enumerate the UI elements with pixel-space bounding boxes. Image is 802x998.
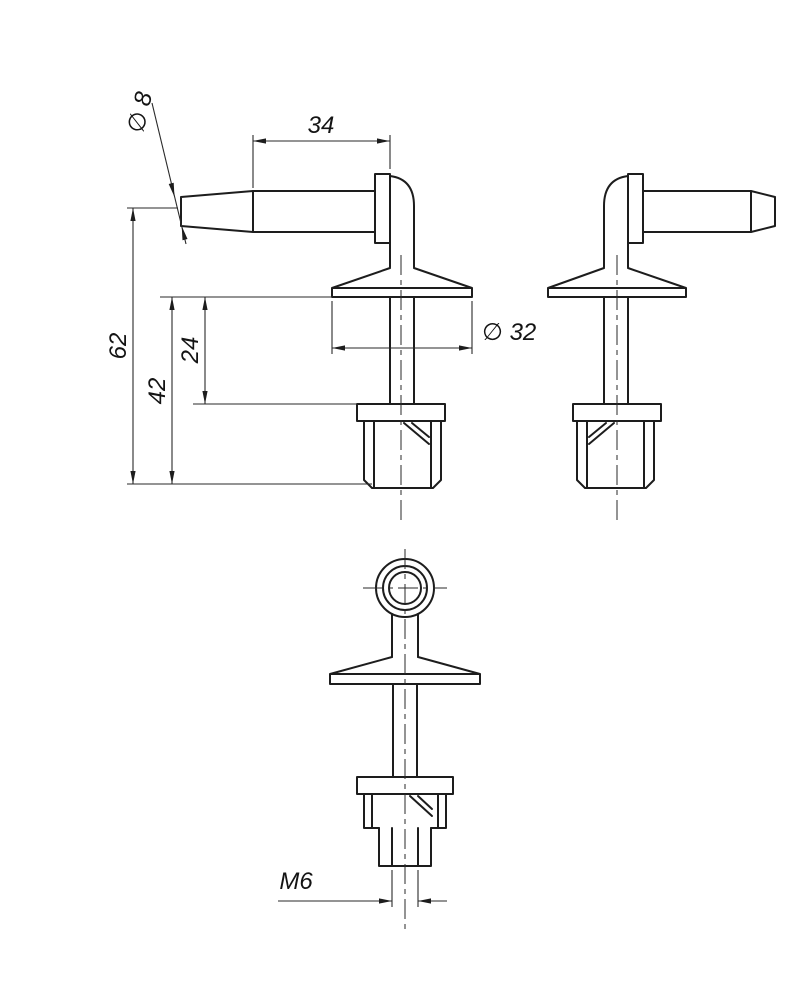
elbow-tube-outline: [603, 175, 629, 268]
dim-label-dia8: ∅ 8: [123, 89, 159, 136]
flange-outline: [374, 173, 391, 244]
barb-lines: [409, 795, 433, 817]
collar-outline: [356, 403, 446, 422]
elbow-tube-outline: [389, 175, 415, 268]
side-view: [547, 173, 776, 523]
dim-label-dia32: ∅ 32: [482, 319, 536, 346]
extension-line: [331, 301, 473, 354]
handle-outline: [642, 190, 776, 233]
handle-outline: [180, 190, 376, 233]
arrowhead: [379, 898, 392, 904]
neck-outline: [391, 613, 419, 658]
dim-label-42: 42: [144, 378, 171, 405]
arrowhead: [459, 345, 472, 351]
dimension-m6: M6: [278, 868, 447, 907]
barb-lines: [588, 422, 615, 445]
stem-outline: [392, 683, 418, 778]
dim-label-24: 24: [177, 337, 204, 365]
arrowhead: [130, 208, 136, 221]
anchor-body-outline: [576, 420, 655, 489]
dimension-line: [151, 102, 187, 245]
dimension-dia32: ∅ 32: [331, 301, 536, 354]
dimension-34: 34: [252, 112, 391, 188]
arrowhead: [202, 297, 208, 310]
arrowhead: [332, 345, 345, 351]
bottom-view: M6: [278, 549, 481, 929]
arrowhead: [130, 471, 136, 484]
stem-outline: [389, 296, 415, 405]
dim-label-m6: M6: [279, 868, 313, 895]
extension-line: [252, 135, 391, 188]
arrowhead: [168, 182, 175, 197]
dimension-42: 42: [144, 296, 332, 484]
collar-outline: [356, 776, 454, 795]
front-view: 34 ∅ 8 62 42: [105, 89, 536, 523]
arrowhead: [169, 471, 175, 484]
barb-lines: [403, 422, 430, 445]
anchor-body-outline: [363, 793, 447, 829]
arrowhead: [169, 297, 175, 310]
arrowhead: [181, 226, 188, 241]
dim-label-34: 34: [308, 112, 335, 139]
extension-line: [127, 207, 372, 485]
anchor-body-outline: [363, 420, 442, 489]
stem-outline: [603, 296, 629, 405]
collar-outline: [572, 403, 662, 422]
dimension-62: 62: [105, 207, 372, 485]
flange-outline: [627, 173, 644, 244]
dome-cap-outline: [331, 267, 473, 298]
arrowhead: [418, 898, 431, 904]
dimension-24: 24: [177, 297, 357, 405]
arrowhead: [253, 138, 266, 144]
arrowhead: [377, 138, 390, 144]
dim-label-62: 62: [105, 333, 132, 360]
arrowhead: [202, 391, 208, 404]
